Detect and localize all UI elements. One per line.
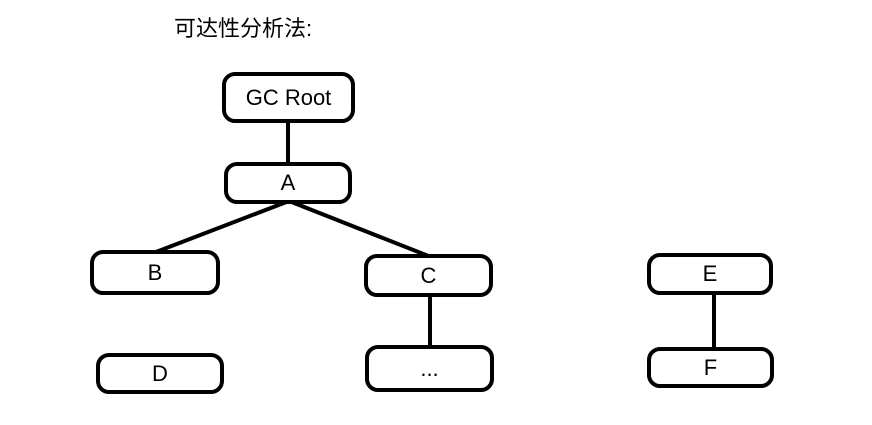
node-ellipsis: ... <box>365 345 494 392</box>
node-f: F <box>647 347 774 388</box>
node-c-label: C <box>420 262 437 288</box>
node-ellipsis-label: ... <box>420 355 439 381</box>
node-d-label: D <box>152 360 168 386</box>
node-d: D <box>96 353 224 394</box>
diagram-title: 可达性分析法: <box>174 16 313 41</box>
edge-a-b <box>155 199 290 254</box>
node-a: A <box>224 162 352 204</box>
node-f-label: F <box>703 354 718 380</box>
node-b-label: B <box>147 259 163 285</box>
node-c: C <box>364 254 493 297</box>
node-e-label: E <box>702 261 718 286</box>
node-gc-root: GC Root <box>222 72 355 123</box>
edge-a-c <box>288 199 432 259</box>
node-b: B <box>90 250 220 295</box>
node-gc-root-label: GC Root <box>245 84 332 110</box>
node-a-label: A <box>280 170 296 195</box>
node-e: E <box>647 253 773 295</box>
